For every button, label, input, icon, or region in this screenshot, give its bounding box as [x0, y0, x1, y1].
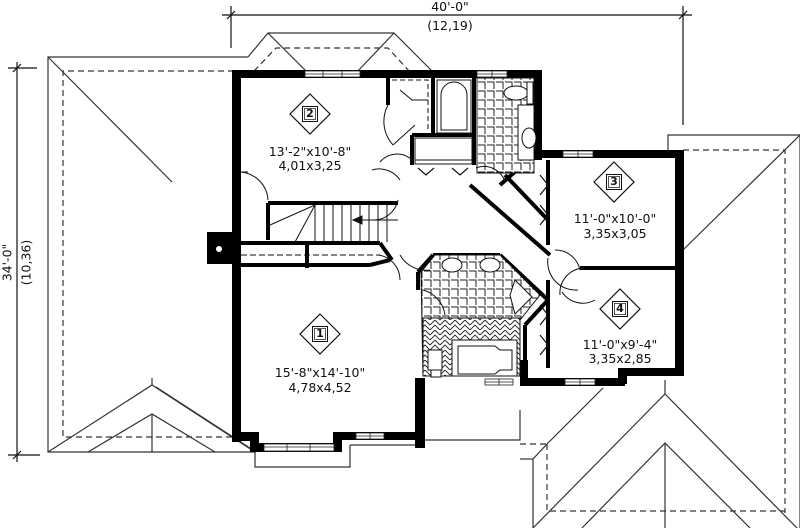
windows: [263, 70, 596, 452]
dimension-width: [222, 6, 692, 125]
roof-right: [520, 134, 800, 528]
closet: [383, 79, 473, 165]
room-3-size-imperial: 11'-0"x10'-0": [573, 211, 657, 226]
room-2-number: 2: [302, 106, 318, 122]
ensuite-bathroom: [420, 254, 541, 378]
depth-metric-label: (10,36): [18, 239, 34, 286]
roof-top-dormer: [247, 32, 434, 73]
closet-doors: [417, 167, 549, 356]
room-1-number: 1: [312, 326, 328, 342]
room-3-size-metric: 3,35x3,05: [583, 226, 647, 241]
width-imperial-label: 40'-0": [431, 0, 469, 14]
room-3-number: 3: [606, 174, 622, 190]
room-1-size-imperial: 15'-8"x14'-10": [274, 365, 366, 380]
dimension-depth: [8, 62, 40, 462]
room-2-size-metric: 4,01x3,25: [278, 158, 342, 173]
room-1-size-metric: 4,78x4,52: [288, 380, 352, 395]
chimney-flue: [216, 246, 222, 252]
room-4-size-metric: 3,35x2,85: [588, 351, 652, 366]
main-bathroom: [436, 77, 537, 174]
width-metric-label: (12,19): [427, 18, 473, 33]
doors: [240, 153, 596, 304]
room-4-size-imperial: 11'-0"x9'-4": [582, 337, 658, 352]
room-4-number: 4: [612, 301, 628, 317]
depth-imperial-label: 34'-0": [0, 243, 15, 282]
stair: [241, 204, 398, 256]
roof-left: [47, 56, 257, 453]
room-2-size-imperial: 13'-2"x10'-8": [268, 144, 352, 159]
